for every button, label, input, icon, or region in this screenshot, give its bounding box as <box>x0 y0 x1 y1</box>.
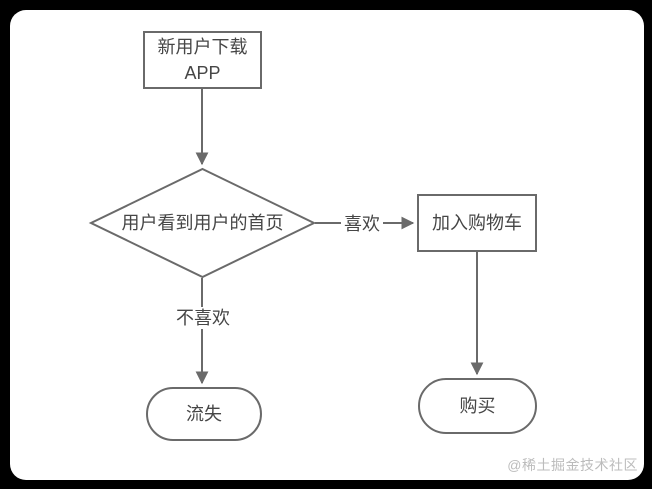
node-churn: 流失 <box>146 387 262 441</box>
node-purchase-label: 购买 <box>459 396 496 416</box>
node-decision-homepage: 用户看到用户的首页 <box>90 168 315 278</box>
node-add-to-cart: 加入购物车 <box>417 194 537 252</box>
edge-label-like: 喜欢 <box>341 213 383 235</box>
node-download-app-label-line2: APP <box>184 63 221 83</box>
node-add-to-cart-label: 加入购物车 <box>432 213 522 233</box>
node-download-app-label-line1: 新用户下载 <box>157 37 248 57</box>
edge-label-dislike: 不喜欢 <box>173 307 233 329</box>
node-purchase: 购买 <box>418 378 537 434</box>
watermark-text: @稀土掘金技术社区 <box>507 457 638 473</box>
node-churn-label: 流失 <box>186 404 222 424</box>
node-decision-homepage-label: 用户看到用户的首页 <box>121 213 284 233</box>
node-download-app: 新用户下载 APP <box>143 31 262 89</box>
